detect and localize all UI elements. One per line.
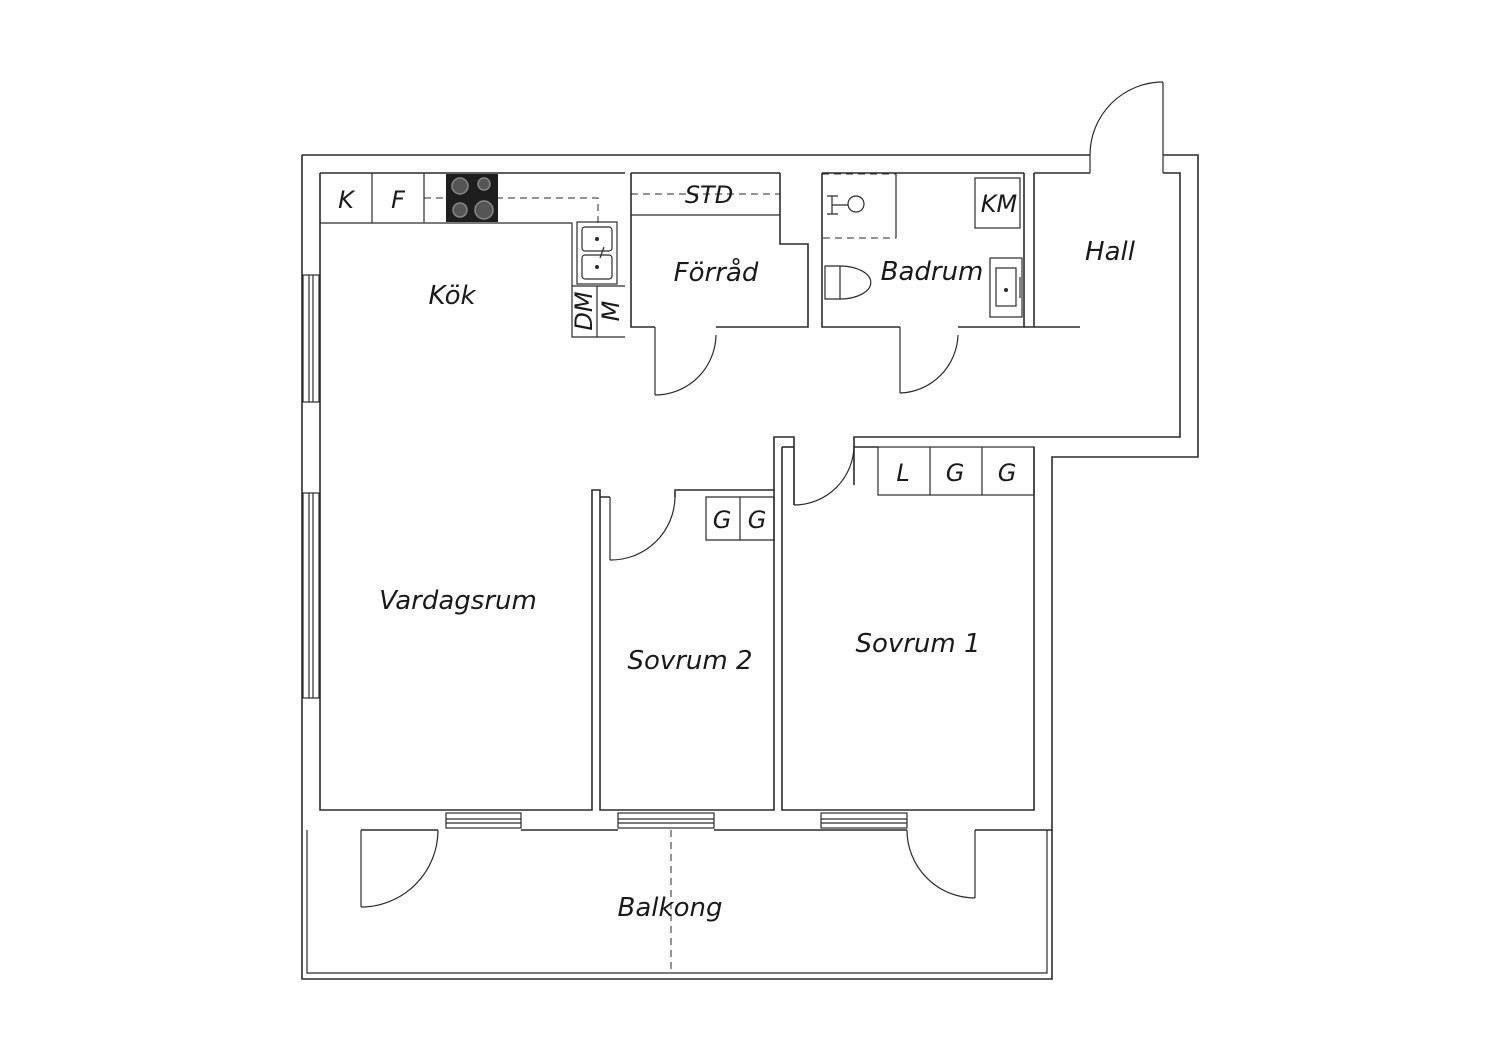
room-label-living-room: Vardagsrum bbox=[379, 586, 537, 616]
room-labels: Kök Förråd Badrum Hall Vardagsrum Sovrum… bbox=[379, 237, 1136, 923]
kitchen-counter: K F DM M bbox=[320, 173, 625, 338]
washing-machine bbox=[974, 177, 1021, 229]
wardrobe-label-3: G bbox=[946, 459, 965, 487]
room-label-bedroom-2: Sovrum 2 bbox=[627, 646, 752, 676]
washing-machine-label: KM bbox=[981, 190, 1018, 218]
window-south-1 bbox=[445, 812, 522, 829]
window-south-3 bbox=[820, 812, 908, 829]
wardrobe-label-2: G bbox=[748, 506, 767, 534]
bedroom-1: L G G bbox=[793, 444, 1035, 506]
cleaning-closet-label: STD bbox=[685, 181, 733, 209]
room-label-balcony: Balkong bbox=[618, 893, 723, 923]
bedroom-2: G G bbox=[609, 496, 775, 561]
hall-walls bbox=[1033, 81, 1164, 327]
wash-basin bbox=[989, 257, 1023, 318]
wardrobe-label-4: G bbox=[998, 459, 1017, 487]
window-west-2 bbox=[302, 492, 320, 699]
wardrobe-label-1: G bbox=[713, 506, 732, 534]
outer-walls bbox=[301, 154, 1199, 831]
storage-room: STD bbox=[630, 173, 809, 396]
room-label-storage: Förråd bbox=[674, 257, 759, 288]
bathroom: KM bbox=[821, 173, 1080, 394]
room-label-kitchen: Kök bbox=[428, 281, 476, 311]
linen-closet-label: L bbox=[896, 459, 909, 487]
room-label-bathroom: Badrum bbox=[881, 257, 984, 287]
kitchen-sink bbox=[576, 221, 618, 285]
window-west-1 bbox=[302, 274, 320, 403]
balcony bbox=[301, 829, 1053, 980]
window-south-2 bbox=[617, 812, 715, 829]
dishwasher-label: DM bbox=[570, 291, 598, 330]
freezer-label: F bbox=[391, 186, 406, 214]
fridge-label: K bbox=[338, 186, 356, 214]
room-label-bedroom-1: Sovrum 1 bbox=[855, 629, 980, 659]
microwave-label: M bbox=[597, 300, 625, 321]
toilet bbox=[824, 265, 872, 300]
room-label-hall: Hall bbox=[1085, 237, 1136, 267]
